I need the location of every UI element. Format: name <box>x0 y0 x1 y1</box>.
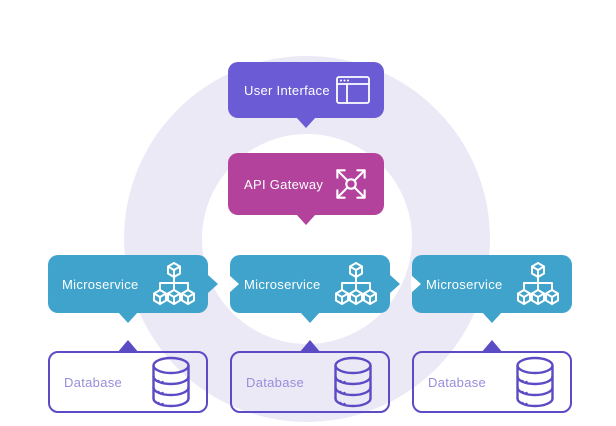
api-gateway-label: API Gateway <box>244 176 324 192</box>
node-microservice-1: Microservice <box>48 255 218 323</box>
arrows-out-icon <box>336 169 366 199</box>
database1-up-arrow <box>117 340 139 353</box>
database-label: Database <box>428 374 487 390</box>
database-label: Database <box>246 374 305 390</box>
chevron-notch <box>229 275 239 293</box>
database-cylinder-icon <box>516 356 554 408</box>
database-cylinder-icon <box>152 356 190 408</box>
connector-microservice3-to-database3 <box>482 312 502 323</box>
connector-microservice2-to-microservice3 <box>390 275 400 293</box>
connector-microservice1-to-microservice2 <box>208 275 218 293</box>
node-microservice-3: Microservice <box>411 255 572 323</box>
microservice-label: Microservice <box>244 276 321 292</box>
node-microservice-2: Microservice <box>229 255 400 323</box>
connector-microservice2-to-database2 <box>300 312 320 323</box>
connector-gateway-to-microservice <box>296 214 316 225</box>
chevron-notch <box>411 275 421 293</box>
database-cylinder-icon <box>334 356 372 408</box>
node-user-interface: User Interface <box>228 62 384 128</box>
node-database-2: Database <box>230 340 390 413</box>
connector-microservice1-to-database1 <box>118 312 138 323</box>
database3-up-arrow <box>481 340 503 353</box>
microservice-label: Microservice <box>426 276 503 292</box>
database2-up-arrow <box>299 340 321 353</box>
node-api-gateway: API Gateway <box>228 153 384 225</box>
cubes-tree-icon <box>335 262 377 305</box>
cubes-tree-icon <box>153 262 195 305</box>
browser-window-icon <box>336 76 370 104</box>
node-database-3: Database <box>412 340 572 413</box>
node-database-1: Database <box>48 340 208 413</box>
connector-ui-to-gateway <box>296 117 316 128</box>
user-interface-label: User Interface <box>244 82 330 98</box>
cubes-tree-icon <box>517 262 559 305</box>
database-label: Database <box>64 374 123 390</box>
microservice-label: Microservice <box>62 276 139 292</box>
